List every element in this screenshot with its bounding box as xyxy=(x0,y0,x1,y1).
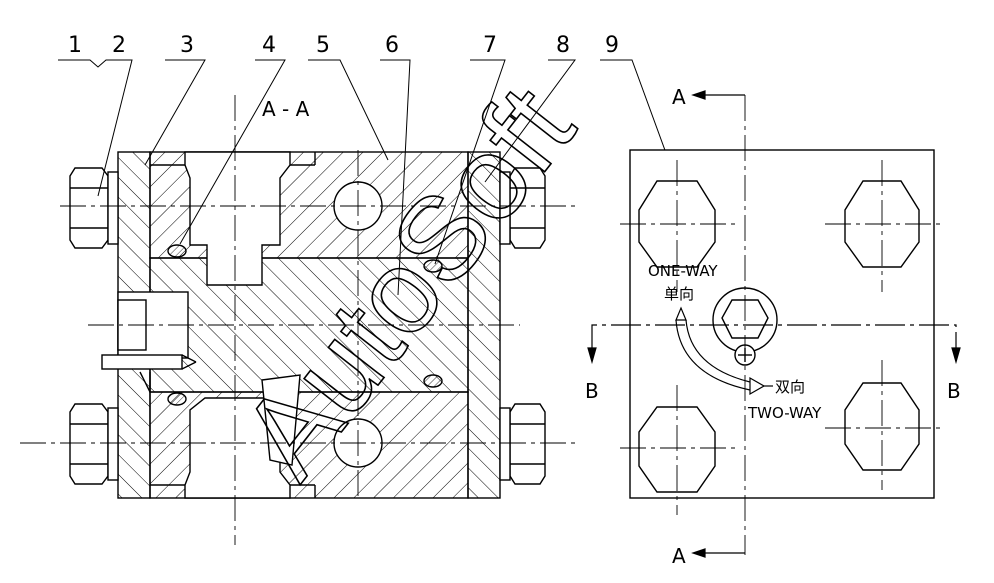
center-lines-side xyxy=(620,95,944,555)
bolt-head-upper-left xyxy=(69,167,119,249)
part-label-4: 4 xyxy=(262,33,276,58)
one-way-label-en: ONE-WAY xyxy=(648,262,718,280)
section-title-a-a: A - A xyxy=(262,97,310,121)
o-ring-1 xyxy=(167,244,187,258)
section-mark-a-top: A xyxy=(672,85,686,109)
o-ring-3 xyxy=(167,392,187,406)
section-mark-b-right: B xyxy=(947,379,961,403)
part-label-2: 2 xyxy=(112,33,126,58)
check-passage xyxy=(261,374,301,466)
part-label-9: 9 xyxy=(605,33,619,58)
center-lines-section xyxy=(20,95,575,545)
two-way-label-zh: 双向 xyxy=(775,378,805,396)
part-label-5: 5 xyxy=(316,33,330,58)
section-mark-b-left: B xyxy=(585,379,599,403)
section-view-a-a xyxy=(69,151,546,499)
side-view-labels: A A B B ONE-WAY 单向 双向 TWO-WAY xyxy=(585,85,961,568)
part-label-3: 3 xyxy=(180,33,194,58)
part-label-7: 7 xyxy=(483,33,497,58)
bolt-head-lower-left xyxy=(69,403,119,485)
set-screw xyxy=(101,354,183,370)
rotation-arrow xyxy=(675,306,773,396)
part-label-8: 8 xyxy=(556,33,570,58)
two-way-label-en: TWO-WAY xyxy=(747,404,822,422)
part-label-1: 1 xyxy=(68,33,82,58)
hex-bolt-bottom-right xyxy=(844,382,920,471)
side-view xyxy=(629,149,935,499)
cutting-planes xyxy=(587,90,961,558)
bolt-head-upper-right xyxy=(499,167,546,249)
bolt-head-lower-right xyxy=(499,403,546,485)
o-ring-4 xyxy=(423,374,443,388)
part-label-6: 6 xyxy=(385,33,399,58)
one-way-label-zh: 单向 xyxy=(664,285,694,303)
section-mark-a-bottom: A xyxy=(672,544,686,568)
o-ring-2 xyxy=(423,259,443,273)
part-number-labels: 1 2 3 4 5 6 7 8 9 xyxy=(68,33,619,58)
